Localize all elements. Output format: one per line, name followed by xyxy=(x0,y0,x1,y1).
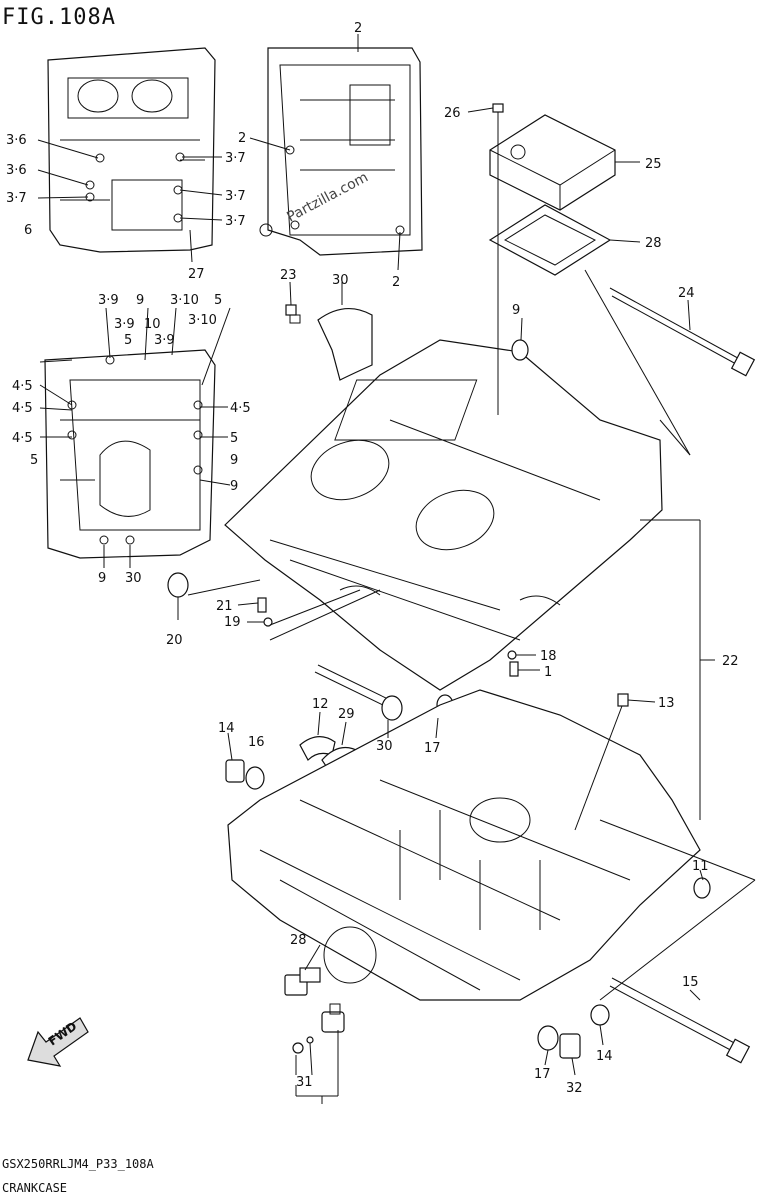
callout-label: 6 xyxy=(24,223,32,238)
callout-label: 4·5 xyxy=(12,431,33,446)
callout-label: 4·5 xyxy=(230,401,251,416)
callout-label: 2 xyxy=(354,21,362,36)
lower-crankcase xyxy=(227,689,701,1001)
inset-upper-leader-lines xyxy=(37,139,223,263)
bolt-28-top xyxy=(609,287,756,377)
callout-label: 9 xyxy=(512,303,520,318)
callout-label: 24 xyxy=(678,286,695,301)
inset-upper-case-top-view xyxy=(47,47,216,253)
callout-label: 4·5 xyxy=(12,379,33,394)
callout-label: 28 xyxy=(290,933,307,948)
callout-label: 1 xyxy=(544,665,552,680)
callout-label: 13 xyxy=(658,696,675,711)
bolt-28-bottom xyxy=(609,977,751,1064)
plug-17-bottom xyxy=(559,1033,581,1059)
callout-label: 30 xyxy=(332,273,349,288)
callout-label: 14 xyxy=(218,721,235,736)
callout-label: 9 xyxy=(136,293,144,308)
bolt-22 xyxy=(617,693,629,707)
callout-label: 31 xyxy=(296,1075,313,1090)
callout-label: 2 xyxy=(392,275,400,290)
callout-label: 4·5 xyxy=(12,401,33,416)
inset-right-leader-lines xyxy=(249,34,401,271)
clip-32 xyxy=(292,1042,304,1054)
dowel-30-top xyxy=(511,339,529,361)
plug-16 xyxy=(693,877,711,899)
callout-label: 25 xyxy=(645,157,662,172)
callout-label: 23 xyxy=(280,268,297,283)
figure-name: CRANKCASE xyxy=(2,1181,67,1195)
callout-label: 3·10 xyxy=(188,313,217,328)
fwd-arrow-icon xyxy=(27,1017,89,1067)
jet-18 xyxy=(509,661,519,677)
callout-label: 3·7 xyxy=(6,191,27,206)
washer-14-bottom xyxy=(537,1025,559,1051)
callout-label: 15 xyxy=(682,975,699,990)
inset-lower-leader-lines xyxy=(39,307,231,568)
callout-label: 2 xyxy=(238,131,246,146)
bolt-29 xyxy=(314,664,403,721)
bolt-27 xyxy=(492,103,504,140)
callout-label: 9 xyxy=(230,453,238,468)
callout-label: 3·7 xyxy=(225,189,246,204)
watermark-logo-icon xyxy=(259,223,273,237)
inset-lower-case-view xyxy=(44,349,216,559)
callout-label: 3·6 xyxy=(6,163,27,178)
figure-title: FIG.108A xyxy=(2,5,116,30)
callout-label: 32 xyxy=(566,1081,583,1096)
jet-20 xyxy=(257,597,267,613)
callout-label: 19 xyxy=(224,615,241,630)
callout-label: 22 xyxy=(722,654,739,669)
callout-label: 11 xyxy=(692,859,709,874)
callout-label: 5 xyxy=(214,293,222,308)
callout-labels: 2 2 2 3·6 3·6 3·7 3·7 3·7 3·7 8 6 27 26 … xyxy=(6,21,739,1096)
callout-label: 17 xyxy=(534,1067,551,1082)
callout-label: 17 xyxy=(424,741,441,756)
callout-label: 26 xyxy=(444,106,461,121)
callout-label: 18 xyxy=(540,649,557,664)
callout-label: 30 xyxy=(125,571,142,586)
callout-label: 20 xyxy=(166,633,183,648)
callout-label: 9 xyxy=(230,479,238,494)
sensor-31 xyxy=(321,1003,345,1033)
callout-label: 30 xyxy=(376,739,393,754)
washer-14-top xyxy=(245,766,265,790)
figure-code: GSX250RRLJM4_P33_108A xyxy=(2,1157,154,1171)
bearing-23 xyxy=(317,308,373,381)
callout-label: 3·9 xyxy=(98,293,119,308)
bolt-24 xyxy=(285,304,301,324)
callout-label: 16 xyxy=(248,735,265,750)
callout-label: 5 xyxy=(30,453,38,468)
callout-label: 5 xyxy=(230,431,238,446)
callout-label: 9 xyxy=(98,571,106,586)
callout-label: 3·9 xyxy=(114,317,135,332)
callout-label: 3·9 xyxy=(154,333,175,348)
callout-label: 3·10 xyxy=(170,293,199,308)
dowel-30-left xyxy=(167,572,189,598)
gasket-25 xyxy=(488,204,612,276)
oring-19 xyxy=(507,650,517,660)
callout-label: 12 xyxy=(312,697,329,712)
callout-label: 14 xyxy=(596,1049,613,1064)
callout-label: 3·6 xyxy=(6,133,27,148)
callout-label: 3·7 xyxy=(225,214,246,229)
callout-label: 21 xyxy=(216,599,233,614)
main-leader-lines xyxy=(177,107,756,1104)
callout-label: 29 xyxy=(338,707,355,722)
callout-label: 28 xyxy=(645,236,662,251)
cover-26 xyxy=(489,114,616,211)
callout-label: 27 xyxy=(188,267,205,282)
clip-32-b xyxy=(306,1036,314,1044)
upper-crankcase xyxy=(224,339,663,691)
callout-label: 10 xyxy=(144,317,161,332)
callout-label: 3·7 xyxy=(225,151,246,166)
callout-label: 5 xyxy=(124,333,132,348)
switch-11 xyxy=(284,967,321,996)
plug-17-top xyxy=(225,759,245,783)
plug-15 xyxy=(590,1004,610,1026)
